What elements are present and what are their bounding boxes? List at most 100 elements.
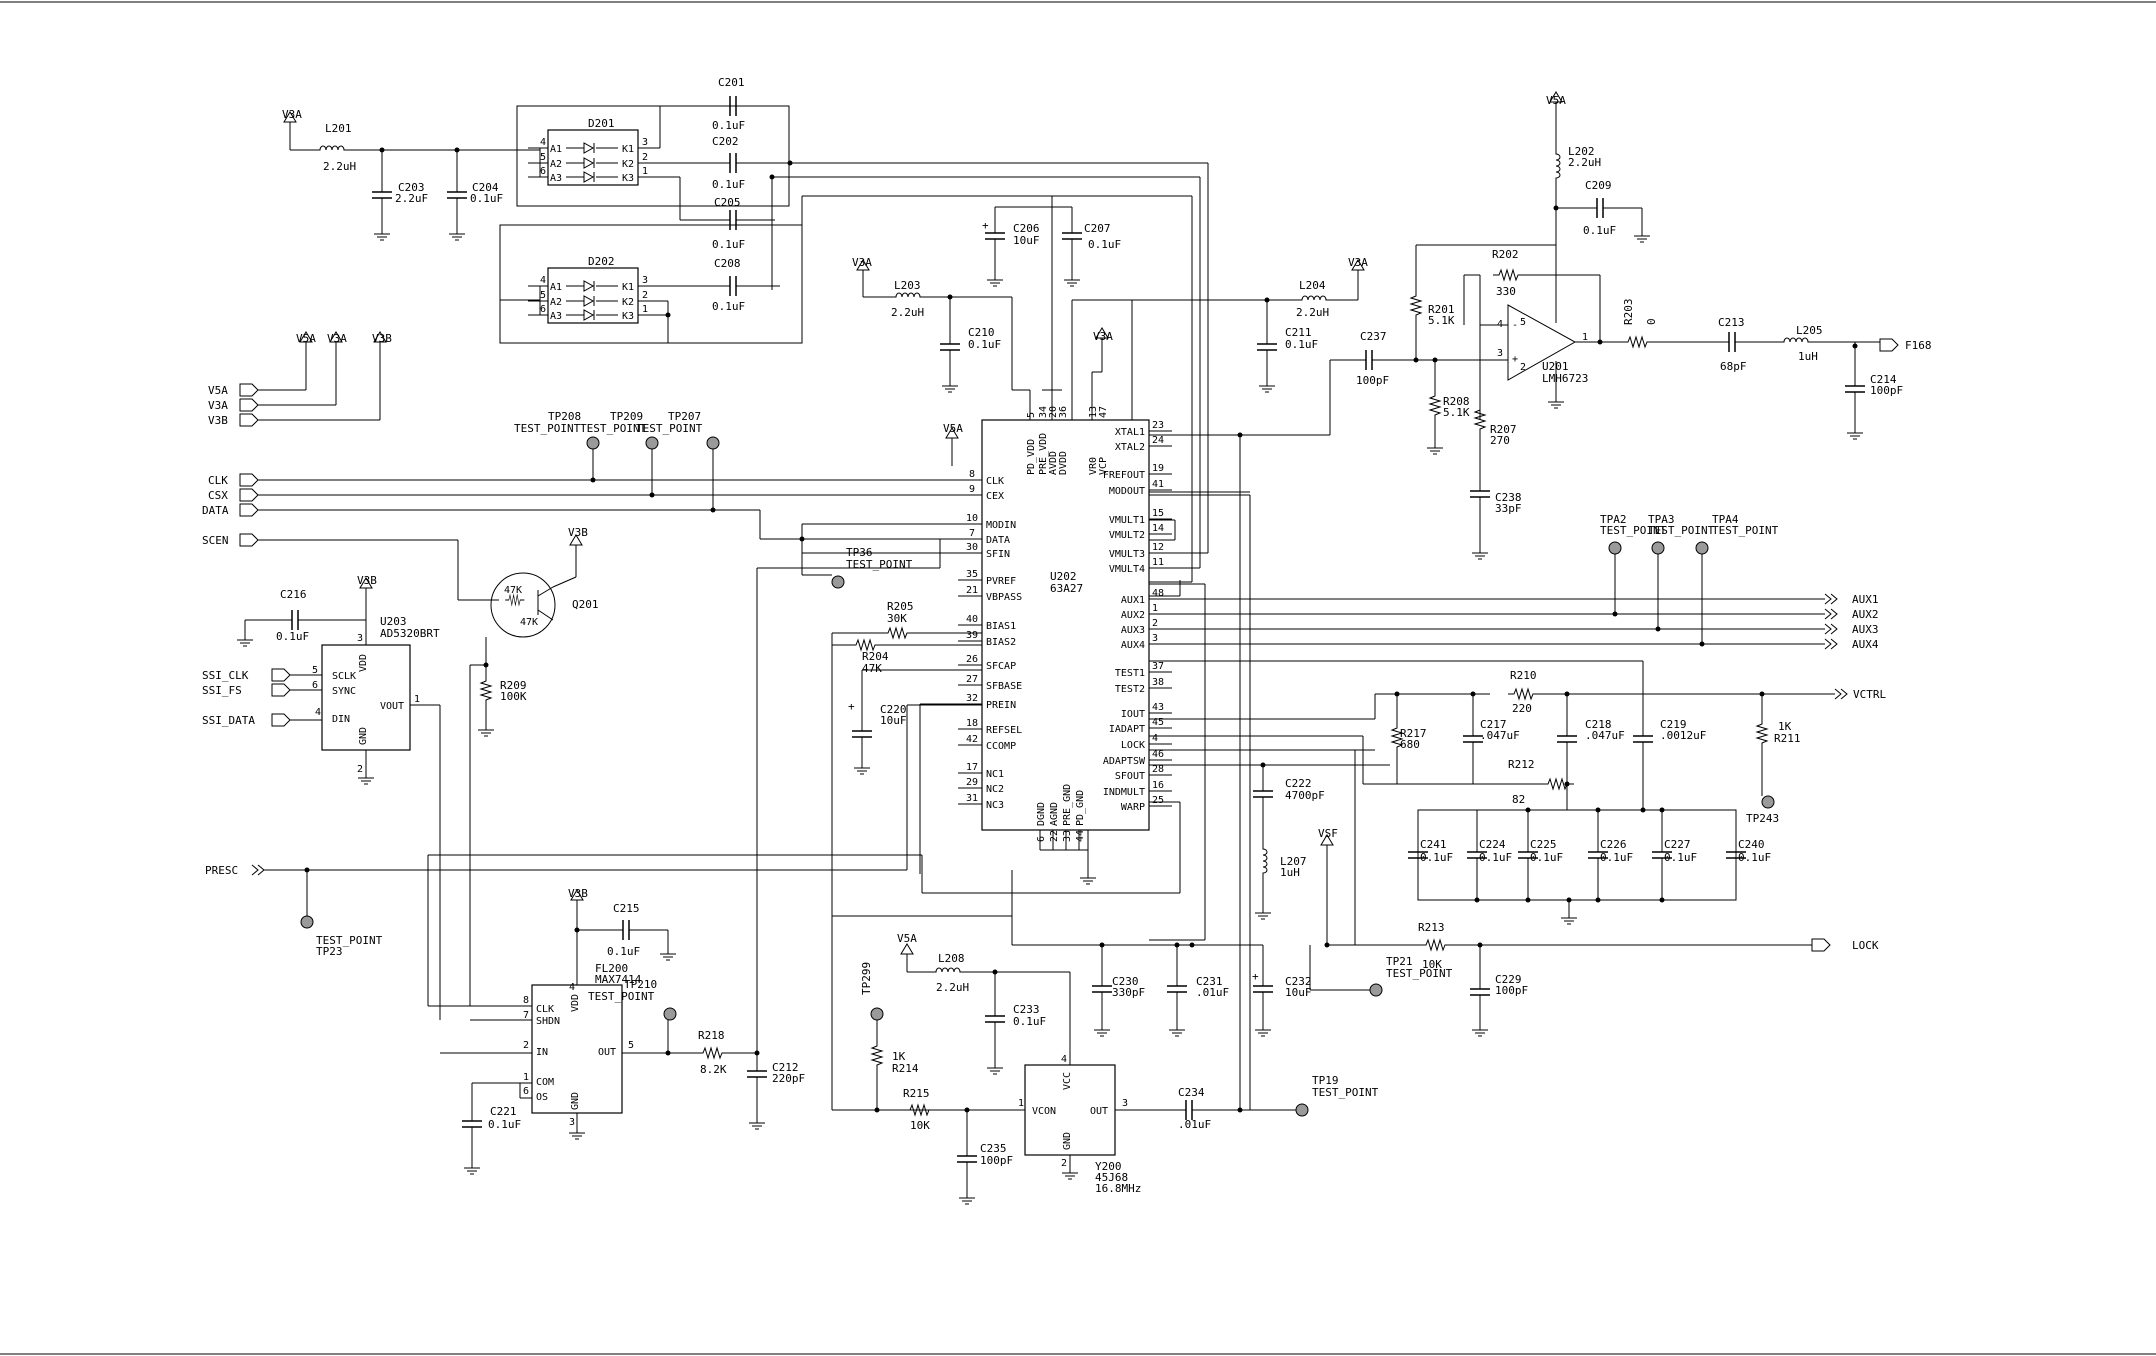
svg-text:K2: K2 [622, 159, 634, 170]
svg-text:4: 4 [1061, 1054, 1067, 1065]
svg-text:TEST_POINT: TEST_POINT [1712, 524, 1779, 537]
svg-text:3: 3 [1122, 1098, 1128, 1109]
svg-text:C230: C230 [1112, 975, 1139, 988]
svg-text:R215: R215 [903, 1087, 930, 1100]
svg-text:V5A: V5A [943, 422, 963, 435]
svg-text:5: 5 [1026, 412, 1037, 418]
D202-ref: D202 [588, 255, 615, 268]
svg-text:10uF: 10uF [880, 714, 907, 727]
svg-text:OUT: OUT [1090, 1106, 1108, 1117]
svg-text:100pF: 100pF [1495, 984, 1528, 997]
C204-value: 0.1uF [470, 192, 503, 205]
svg-text:C240: C240 [1738, 838, 1765, 851]
port-clk: CLK [208, 474, 228, 487]
svg-text:TEST_POINT: TEST_POINT [588, 990, 655, 1003]
svg-text:R214: R214 [892, 1062, 919, 1075]
Y200-frequency: 16.8MHz [1095, 1182, 1141, 1195]
port-ssi-fs: SSI_FS [202, 684, 242, 697]
svg-text:AUX2: AUX2 [1121, 610, 1145, 621]
svg-text:1: 1 [523, 1072, 529, 1083]
svg-text:4: 4 [315, 707, 321, 718]
svg-text:1K: 1K [1778, 720, 1792, 733]
svg-text:TPA2: TPA2 [1600, 513, 1627, 526]
svg-text:41: 41 [1152, 479, 1164, 490]
port-csx: CSX [208, 489, 228, 502]
svg-text:C233: C233 [1013, 1003, 1040, 1016]
svg-text:V3A: V3A [852, 256, 872, 269]
svg-text:21: 21 [966, 585, 978, 596]
svg-text:0.1uF: 0.1uF [1013, 1015, 1046, 1028]
svg-text:VCC: VCC [1062, 1072, 1073, 1090]
svg-text:4: 4 [1152, 733, 1158, 744]
svg-text:A3: A3 [550, 173, 562, 184]
L201-ref: L201 [325, 122, 352, 135]
svg-text:GND: GND [358, 727, 369, 745]
svg-text:0.1uF: 0.1uF [1479, 851, 1512, 864]
svg-text:C211: C211 [1285, 326, 1312, 339]
svg-text:PD_GND: PD_GND [1075, 790, 1086, 826]
svg-text:6: 6 [312, 680, 318, 691]
svg-text:PRE_GND: PRE_GND [1062, 784, 1073, 826]
U202-left-pins: 8CLK9CEX10MODIN7DATA30SFIN35PVREF21VBPAS… [958, 469, 1022, 811]
svg-text:1: 1 [1018, 1098, 1024, 1109]
svg-text:V3A: V3A [1348, 256, 1368, 269]
svg-text:2: 2 [523, 1040, 529, 1051]
tp207-label: TP207 [668, 410, 701, 423]
svg-text:100pF: 100pF [1356, 374, 1389, 387]
svg-text:C222: C222 [1285, 777, 1312, 790]
svg-text:BIAS2: BIAS2 [986, 637, 1016, 648]
svg-text:2.2uH: 2.2uH [891, 306, 924, 319]
svg-text:34: 34 [1038, 406, 1049, 418]
svg-text:9: 9 [969, 484, 975, 495]
svg-text:VSF: VSF [1318, 827, 1338, 840]
svg-text:OUT: OUT [598, 1047, 616, 1058]
C204-ref: C204 [472, 181, 499, 194]
svg-text:GND: GND [570, 1092, 581, 1110]
svg-text:PREIN: PREIN [986, 700, 1016, 711]
svg-text:7: 7 [523, 1010, 529, 1021]
svg-text:10K: 10K [910, 1119, 930, 1132]
svg-text:25: 25 [1152, 795, 1164, 806]
svg-text:PRE_VDD: PRE_VDD [1038, 433, 1049, 475]
svg-text:SFOUT: SFOUT [1115, 771, 1145, 782]
svg-text:43: 43 [1152, 702, 1164, 713]
svg-text:5.1K: 5.1K [1443, 406, 1470, 419]
svg-text:0.1uF: 0.1uF [1738, 851, 1771, 864]
svg-text:TEST1: TEST1 [1115, 668, 1145, 679]
svg-text:3: 3 [642, 137, 648, 148]
svg-text:V3A: V3A [1093, 330, 1113, 343]
svg-text:1K: 1K [892, 1050, 906, 1063]
port-scen: SCEN [202, 534, 229, 547]
svg-text:C202: C202 [712, 135, 739, 148]
svg-text:MODIN: MODIN [986, 520, 1016, 531]
svg-text:47K: 47K [520, 617, 538, 628]
port-aux2: AUX2 [1852, 608, 1879, 621]
svg-text:26: 26 [966, 654, 978, 665]
svg-text:6: 6 [523, 1086, 529, 1097]
svg-text:5: 5 [540, 290, 546, 301]
Q201-ref: Q201 [572, 598, 599, 611]
svg-text:4: 4 [540, 275, 546, 286]
svg-text:R210: R210 [1510, 669, 1537, 682]
svg-text:TP210: TP210 [624, 978, 657, 991]
svg-text:2: 2 [642, 152, 648, 163]
svg-text:-: - [1512, 320, 1518, 331]
svg-text:0.1uF: 0.1uF [1600, 851, 1633, 864]
svg-text:TEST2: TEST2 [1115, 684, 1145, 695]
svg-text:TEST_POINT: TEST_POINT [1386, 967, 1453, 980]
svg-text:C214: C214 [1870, 373, 1897, 386]
svg-text:8: 8 [523, 995, 529, 1006]
svg-text:C216: C216 [280, 588, 307, 601]
svg-text:L205: L205 [1796, 324, 1823, 337]
